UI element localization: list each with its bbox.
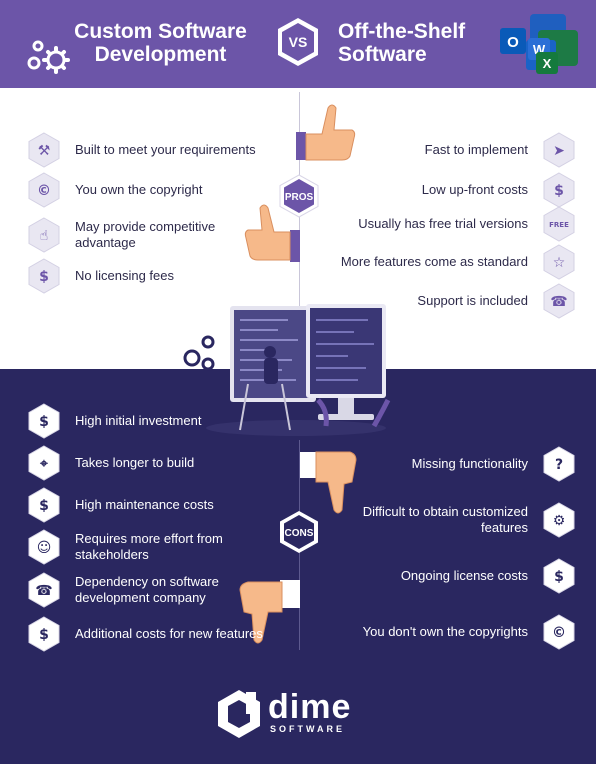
money-bag-icon: $ xyxy=(28,403,60,439)
item-text: Additional costs for new features xyxy=(75,626,263,641)
phone-icon: ☎ xyxy=(28,572,60,608)
title-custom-software: Custom Software Development xyxy=(74,20,247,66)
item-text: Difficult to obtain customized features xyxy=(362,504,528,535)
svg-text:©: © xyxy=(552,625,566,641)
svg-text:☎: ☎ xyxy=(550,294,567,310)
svg-text:$: $ xyxy=(554,183,564,199)
thumbs-down-left-illustration xyxy=(239,580,300,644)
headset-icon: ☎ xyxy=(543,283,575,319)
svg-text:$: $ xyxy=(39,269,49,285)
svg-text:$: $ xyxy=(554,569,564,585)
speed-icon: ➤ xyxy=(543,132,575,168)
free-badge-icon: FREE xyxy=(543,206,575,242)
dime-logo-text: dime xyxy=(268,688,352,726)
dime-logo-subtext: SOFTWARE xyxy=(270,724,345,734)
title-off-the-shelf: Off-the-Shelf Software xyxy=(338,20,466,66)
money-bag-icon: $ xyxy=(543,558,575,594)
svg-text:$: $ xyxy=(39,627,49,643)
star-icon: ☆ xyxy=(543,244,575,280)
gear-icon: ⚙ xyxy=(543,502,575,538)
svg-text:☎: ☎ xyxy=(35,583,52,599)
copyright-icon: © xyxy=(28,172,60,208)
compass-icon: ⌖ xyxy=(28,445,60,481)
svg-text:⚙: ⚙ xyxy=(553,513,566,529)
gears-icon xyxy=(27,40,70,74)
tools-icon: ⚒ xyxy=(28,132,60,168)
cons-badge: CONS xyxy=(280,511,318,553)
svg-text:X: X xyxy=(543,56,552,71)
vs-label: VS xyxy=(289,34,308,50)
header-banner: Custom Software Development VS Off-the-S… xyxy=(0,0,596,88)
item-text: High maintenance costs xyxy=(75,497,214,512)
item-text: You don't own the copyrights xyxy=(362,624,528,639)
thumbs-up-left-illustration xyxy=(244,204,300,262)
svg-text:☺: ☺ xyxy=(37,540,52,556)
svg-text:$: $ xyxy=(39,414,49,430)
item-text: Missing functionality xyxy=(411,456,528,471)
cons-label: CONS xyxy=(285,528,314,539)
item-text: Built to meet your requirements xyxy=(75,142,256,157)
svg-text:⌖: ⌖ xyxy=(39,456,48,472)
item-text: You own the copyright xyxy=(75,182,203,197)
item-text: No licensing fees xyxy=(75,268,174,283)
svg-text:➤: ➤ xyxy=(553,143,565,159)
dollar-tag-icon: $ xyxy=(28,258,60,294)
item-text: Usually has free trial versions xyxy=(358,216,528,231)
pros-badge: PROS xyxy=(279,174,319,218)
question-icon: ? xyxy=(543,446,575,482)
item-text: More features come as standard xyxy=(340,254,528,269)
pros-label: PROS xyxy=(285,192,314,203)
svg-text:FREE: FREE xyxy=(549,221,569,229)
money-bag-icon: $ xyxy=(28,487,60,523)
item-text: Ongoing license costs xyxy=(400,568,528,583)
svg-text:☝: ☝ xyxy=(40,228,49,244)
vs-badge: VS xyxy=(278,18,318,66)
item-text: Requires more effort from stakeholders xyxy=(75,531,223,562)
dollar-tag-icon: $ xyxy=(543,172,575,208)
dime-logo: dime SOFTWARE xyxy=(216,688,386,740)
office-apps-icon: O W X xyxy=(500,14,578,74)
thumbs-up-icon: ☝ xyxy=(28,217,60,253)
developers-illustration xyxy=(183,304,391,436)
svg-text:☆: ☆ xyxy=(553,255,566,271)
svg-text:$: $ xyxy=(39,498,49,514)
svg-text:O: O xyxy=(507,34,519,51)
thumbs-up-right-illustration xyxy=(296,104,356,161)
item-text: Takes longer to build xyxy=(75,455,195,470)
item-text: Dependency on software development compa… xyxy=(75,574,219,605)
item-text: Fast to implement xyxy=(424,142,528,157)
svg-text:⚒: ⚒ xyxy=(38,143,51,159)
money-bag-icon: $ xyxy=(28,616,60,652)
svg-text:?: ? xyxy=(555,457,563,473)
thumbs-down-right-illustration xyxy=(300,451,357,514)
item-text: High initial investment xyxy=(75,413,202,428)
people-icon: ☺ xyxy=(28,529,60,565)
no-copyright-icon: © xyxy=(543,614,575,650)
dime-logo-icon xyxy=(218,690,260,738)
item-text: Support is included xyxy=(417,293,528,308)
svg-text:©: © xyxy=(37,183,51,199)
item-text: May provide competitive advantage xyxy=(75,219,216,250)
item-text: Low up-front costs xyxy=(421,182,528,197)
